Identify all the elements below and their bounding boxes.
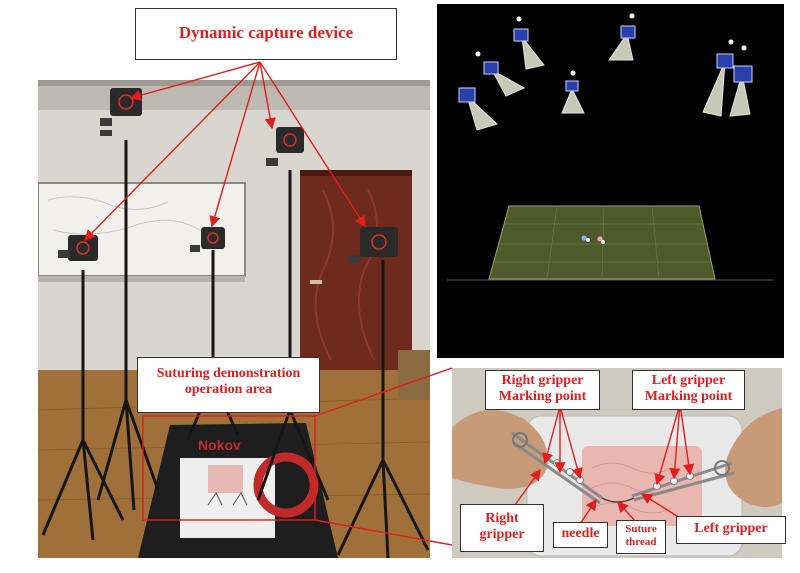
- label-dynamic-capture-device-text: Dynamic capture device: [178, 23, 354, 42]
- camera-5: [360, 227, 398, 257]
- capture-software-drawing: [447, 13, 774, 281]
- label-left-gripper-marking-line2: Marking point: [644, 389, 733, 405]
- label-right-gripper-marking-line2: Marking point: [498, 389, 587, 405]
- camera-4: [276, 127, 304, 153]
- camera-2: [110, 88, 142, 116]
- label-suture-thread-line1: Suture: [625, 523, 657, 535]
- label-suturing-area-line2: operation area: [184, 382, 273, 398]
- camera-1: [68, 235, 98, 261]
- label-left-gripper-marking-line1: Left gripper: [651, 373, 726, 388]
- label-left-gripper: Left gripper: [676, 516, 786, 544]
- label-right-gripper-marking: Right gripper Marking point: [485, 370, 600, 410]
- lab-photo-drawing: Nokov: [38, 80, 430, 558]
- virtual-cameras: [458, 13, 753, 131]
- lab-photo: Nokov: [38, 80, 430, 558]
- camera-3: [201, 227, 225, 249]
- right-hand: [452, 410, 548, 489]
- label-right-gripper-line2: gripper: [479, 527, 525, 543]
- tracked-markers: [581, 235, 605, 244]
- label-suturing-area-line1: Suturing demonstration: [156, 366, 301, 381]
- left-hand: [725, 408, 782, 507]
- label-suture-thread: Suture thread: [616, 520, 666, 554]
- label-needle-text: needle: [561, 526, 600, 541]
- mat-brand-text: Nokov: [198, 437, 241, 453]
- label-left-gripper-text: Left gripper: [694, 521, 768, 536]
- label-suturing-area: Suturing demonstration operation area: [137, 357, 320, 413]
- label-dynamic-capture-device: Dynamic capture device: [135, 8, 397, 60]
- label-left-gripper-marking: Left gripper Marking point: [632, 370, 745, 410]
- label-right-gripper-line1: Right: [485, 511, 519, 526]
- label-right-gripper: Right gripper: [460, 504, 544, 552]
- label-suture-thread-line2: thread: [625, 535, 657, 548]
- capture-software-view: [437, 4, 784, 358]
- label-needle: needle: [553, 522, 608, 548]
- label-right-gripper-marking-line1: Right gripper: [501, 373, 584, 388]
